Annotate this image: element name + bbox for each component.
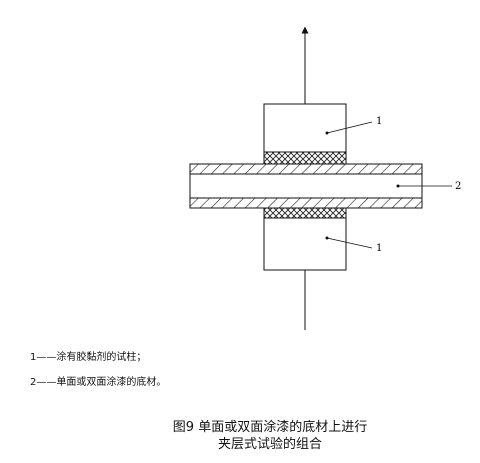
- substrate-core: [189, 173, 423, 199]
- callout-substrate: 2: [455, 181, 461, 192]
- top-adhesive-layer: [263, 151, 347, 165]
- callout-top-post: 1: [376, 116, 382, 127]
- legend-item-2: 2——单面或双面涂漆的底材。: [30, 377, 167, 388]
- figure-caption-line-2: 夹层式试验的组合: [217, 437, 322, 452]
- leader-line-top-post: [326, 121, 373, 134]
- figure-caption-line-1: 图9 单面或双面涂漆的底材上进行: [172, 420, 368, 435]
- legend-item-1: 1——涂有胶黏剂的试柱；: [30, 352, 147, 363]
- bottom-adhesive-layer: [263, 207, 347, 219]
- leader-line-bottom-post: [326, 237, 373, 249]
- bottom-test-post: [263, 217, 347, 271]
- substrate-bottom-coating: [189, 197, 423, 209]
- callout-bottom-post: 1: [376, 243, 382, 254]
- top-test-post: [263, 103, 347, 153]
- substrate-top-coating: [189, 163, 423, 175]
- sandwich-test-diagram: 1 2 1: [189, 26, 461, 330]
